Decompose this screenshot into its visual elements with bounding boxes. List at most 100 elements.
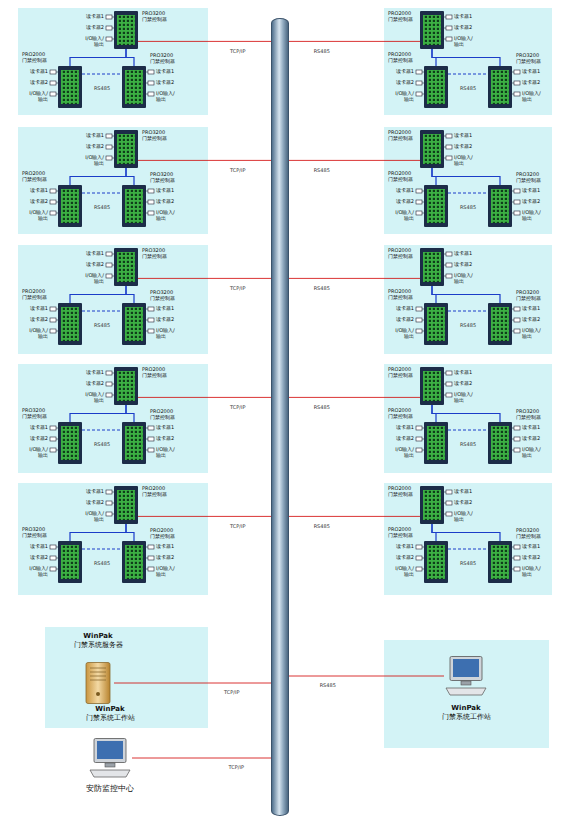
reader-label: 读卡器1 bbox=[82, 489, 104, 495]
reader-symbol bbox=[106, 26, 112, 30]
access-controller: PRO2000 门禁控制器 bbox=[424, 422, 448, 464]
controller-case bbox=[58, 303, 82, 345]
reader-wire bbox=[444, 503, 446, 504]
reader-symbol bbox=[446, 393, 452, 397]
reader-label: 读卡器2 bbox=[26, 199, 48, 205]
link-label: RS485 bbox=[459, 561, 477, 567]
text-holder: I/O输入/输出 bbox=[392, 91, 414, 103]
controller-model: PRO2000 门禁控制器 bbox=[388, 367, 416, 379]
controller-case bbox=[58, 422, 82, 464]
reader-symbol bbox=[514, 426, 520, 430]
access-controller: PRO3200 门禁控制器 bbox=[488, 303, 512, 345]
controller-board bbox=[125, 189, 143, 223]
reader-symbol bbox=[106, 145, 112, 149]
controller-grid bbox=[423, 15, 441, 45]
controller-case bbox=[122, 422, 146, 464]
reader-label: I/O输入/输出 bbox=[522, 447, 544, 459]
text-holder: RS485 bbox=[313, 276, 331, 294]
power-button bbox=[96, 692, 100, 696]
controller-model: PRO2000 门禁控制器 bbox=[388, 130, 416, 142]
reader-wire bbox=[112, 147, 114, 148]
icon bbox=[488, 66, 512, 108]
text-holder: PRO2000 门禁控制器 bbox=[142, 367, 170, 379]
reader-wire bbox=[146, 569, 148, 570]
text-holder: I/O输入/输出 bbox=[454, 511, 476, 523]
reader-wire bbox=[422, 569, 424, 570]
controller-case bbox=[122, 66, 146, 108]
reader-symbol bbox=[106, 156, 112, 160]
text-holder: 读卡器1 bbox=[522, 188, 544, 194]
controller-case bbox=[488, 541, 512, 583]
controller-group: PRO2000 门禁控制器PRO2000 门禁控制器PRO3200 门禁控制器读… bbox=[384, 364, 552, 473]
reader-label: 读卡器2 bbox=[26, 80, 48, 86]
reader-wire bbox=[512, 83, 514, 84]
reader-label: I/O输入/输出 bbox=[392, 328, 414, 340]
text-holder: PRO2000 门禁控制器 bbox=[150, 528, 178, 540]
reader-label: 读卡器1 bbox=[392, 425, 414, 431]
reader-label: 读卡器2 bbox=[82, 381, 104, 387]
text-holder: 读卡器1 bbox=[522, 544, 544, 550]
controller-link bbox=[432, 49, 500, 66]
icon bbox=[58, 303, 82, 345]
access-controller: PRO3200 门禁控制器 bbox=[488, 541, 512, 583]
reader-label: I/O输入/输出 bbox=[156, 210, 178, 222]
reader-label: 读卡器2 bbox=[82, 25, 104, 31]
icon bbox=[114, 486, 138, 524]
controller-grid bbox=[61, 426, 79, 460]
reader-symbol bbox=[446, 371, 452, 375]
reader-symbol bbox=[148, 70, 154, 74]
text-holder: 读卡器2 bbox=[156, 317, 178, 323]
controller-model: PRO3200 门禁控制器 bbox=[516, 53, 544, 65]
text-holder: RS485 bbox=[313, 158, 331, 176]
text-holder: 读卡器2 bbox=[26, 436, 48, 442]
controller-case bbox=[122, 541, 146, 583]
reader-wire bbox=[112, 136, 114, 137]
reader-symbol bbox=[446, 512, 452, 516]
link-label: RS485 bbox=[313, 524, 331, 530]
access-controller: PRO2000 门禁控制器 bbox=[424, 185, 448, 227]
reader-symbol bbox=[50, 556, 56, 560]
reader-wire bbox=[112, 158, 114, 159]
reader-wire bbox=[146, 309, 148, 310]
reader-label: 读卡器2 bbox=[156, 436, 178, 442]
controller-grid bbox=[117, 15, 135, 45]
controller-board bbox=[117, 490, 135, 520]
reader-symbol bbox=[50, 81, 56, 85]
text-holder: 读卡器1 bbox=[26, 544, 48, 550]
controller-board bbox=[427, 426, 445, 460]
text-holder: 读卡器2 bbox=[392, 80, 414, 86]
text-holder: I/O输入/输出 bbox=[156, 447, 178, 459]
text-holder: RS485 bbox=[459, 76, 477, 94]
icon bbox=[114, 11, 138, 49]
reader-wire bbox=[112, 254, 114, 255]
reader-symbol bbox=[50, 426, 56, 430]
link-label: TCP/IP bbox=[229, 49, 246, 55]
controller-model: PRO2000 门禁控制器 bbox=[142, 367, 170, 379]
reader-label: I/O输入/输出 bbox=[26, 91, 48, 103]
controller-grid bbox=[491, 70, 509, 104]
icon bbox=[88, 738, 132, 778]
text-holder: I/O输入/输出 bbox=[82, 273, 104, 285]
reader-symbol bbox=[50, 318, 56, 322]
controller-model: PRO2000 门禁控制器 bbox=[22, 171, 50, 183]
controller-link bbox=[70, 405, 126, 422]
reader-wire bbox=[444, 265, 446, 266]
reader-wire bbox=[444, 136, 446, 137]
reader-label: 读卡器1 bbox=[26, 69, 48, 75]
controller-case bbox=[424, 185, 448, 227]
icon bbox=[58, 422, 82, 464]
text-holder: TCP/IP bbox=[229, 276, 246, 294]
reader-symbol bbox=[514, 437, 520, 441]
controller-case bbox=[420, 11, 444, 49]
text-holder: 读卡器1 bbox=[392, 425, 414, 431]
text-holder: TCP/IP bbox=[229, 158, 246, 176]
rs485-link bbox=[82, 430, 122, 431]
controller-grid bbox=[491, 189, 509, 223]
controller-case bbox=[420, 248, 444, 286]
reader-label: 读卡器2 bbox=[522, 555, 544, 561]
text-holder: PRO3200 门禁控制器 bbox=[150, 172, 178, 184]
link-label: RS485 bbox=[93, 561, 111, 567]
controller-grid bbox=[125, 70, 143, 104]
reader-label: 读卡器1 bbox=[392, 306, 414, 312]
reader-label: 读卡器1 bbox=[454, 251, 476, 257]
